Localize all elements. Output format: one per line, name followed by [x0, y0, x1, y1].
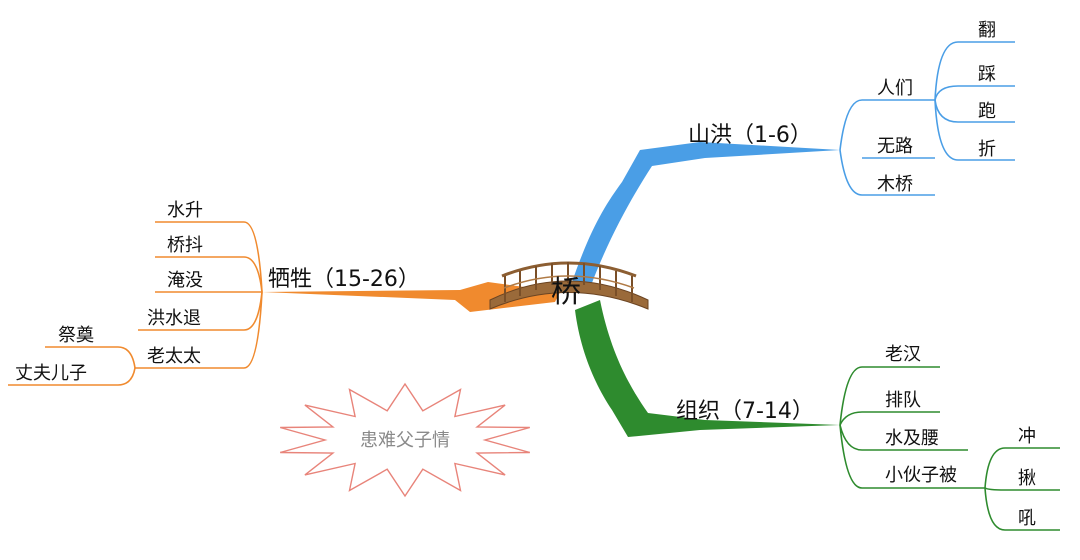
node-muqiao: 木桥	[877, 174, 913, 195]
branch-xisheng-connector	[262, 282, 560, 312]
leaf-hou: 吼	[1018, 508, 1036, 529]
leaf-zhe: 折	[978, 139, 996, 160]
center-label: 桥	[551, 275, 581, 310]
branch-shanhong-label: 山洪（1-6）	[688, 123, 812, 148]
branch-shanhong: 山洪（1-6） 人们 无路 木桥 翻 踩 跑 折	[572, 20, 1015, 288]
bridge-deck	[489, 280, 649, 310]
node-laohan: 老汉	[885, 344, 921, 365]
leaf-cai: 踩	[978, 64, 996, 85]
node-hongshuitui: 洪水退	[147, 308, 201, 329]
callout-label: 患难父子情	[360, 430, 450, 451]
callout-star-shape	[280, 382, 530, 498]
branch-xisheng: 牺牲（15-26） 水升 桥抖 淹没 洪水退 老太太 祭奠 丈夫儿子	[8, 200, 560, 386]
branch-zuzhi-tree	[839, 366, 1060, 531]
node-yanmo: 淹没	[167, 270, 203, 291]
leaf-pao: 跑	[978, 101, 996, 122]
leaf-zhangfuerzi: 丈夫儿子	[15, 363, 87, 384]
node-renmen: 人们	[877, 78, 913, 99]
node-wulu: 无路	[877, 136, 913, 157]
callout-star: 患难父子情	[280, 382, 530, 498]
branch-zuzhi-connector	[575, 300, 840, 437]
node-paidui: 排队	[885, 390, 921, 411]
node-laotaitai: 老太太	[147, 346, 201, 367]
node-xiaohuozibei: 小伙子被	[885, 465, 957, 486]
branch-shanhong-connector	[572, 142, 840, 288]
node-qiaodou: 桥抖	[167, 235, 203, 256]
branch-zuzhi: 组织（7-14） 老汉 排队 水及腰 小伙子被 冲 揪 吼	[575, 300, 1060, 531]
branch-shanhong-tree	[839, 41, 1015, 196]
leaf-jidian: 祭奠	[58, 325, 94, 346]
node-shuisheng: 水升	[167, 200, 203, 221]
bridge-rail-mid	[503, 275, 635, 289]
node-shuijiyao: 水及腰	[885, 428, 939, 449]
branch-xisheng-tree	[8, 221, 263, 386]
branch-xisheng-label: 牺牲（15-26）	[268, 267, 420, 292]
leaf-fan: 翻	[978, 20, 996, 41]
leaf-jiu: 揪	[1018, 468, 1036, 489]
leaf-chong: 冲	[1018, 426, 1036, 447]
branch-zuzhi-label: 组织（7-14）	[676, 399, 814, 424]
bridge-image: 桥	[489, 261, 649, 310]
